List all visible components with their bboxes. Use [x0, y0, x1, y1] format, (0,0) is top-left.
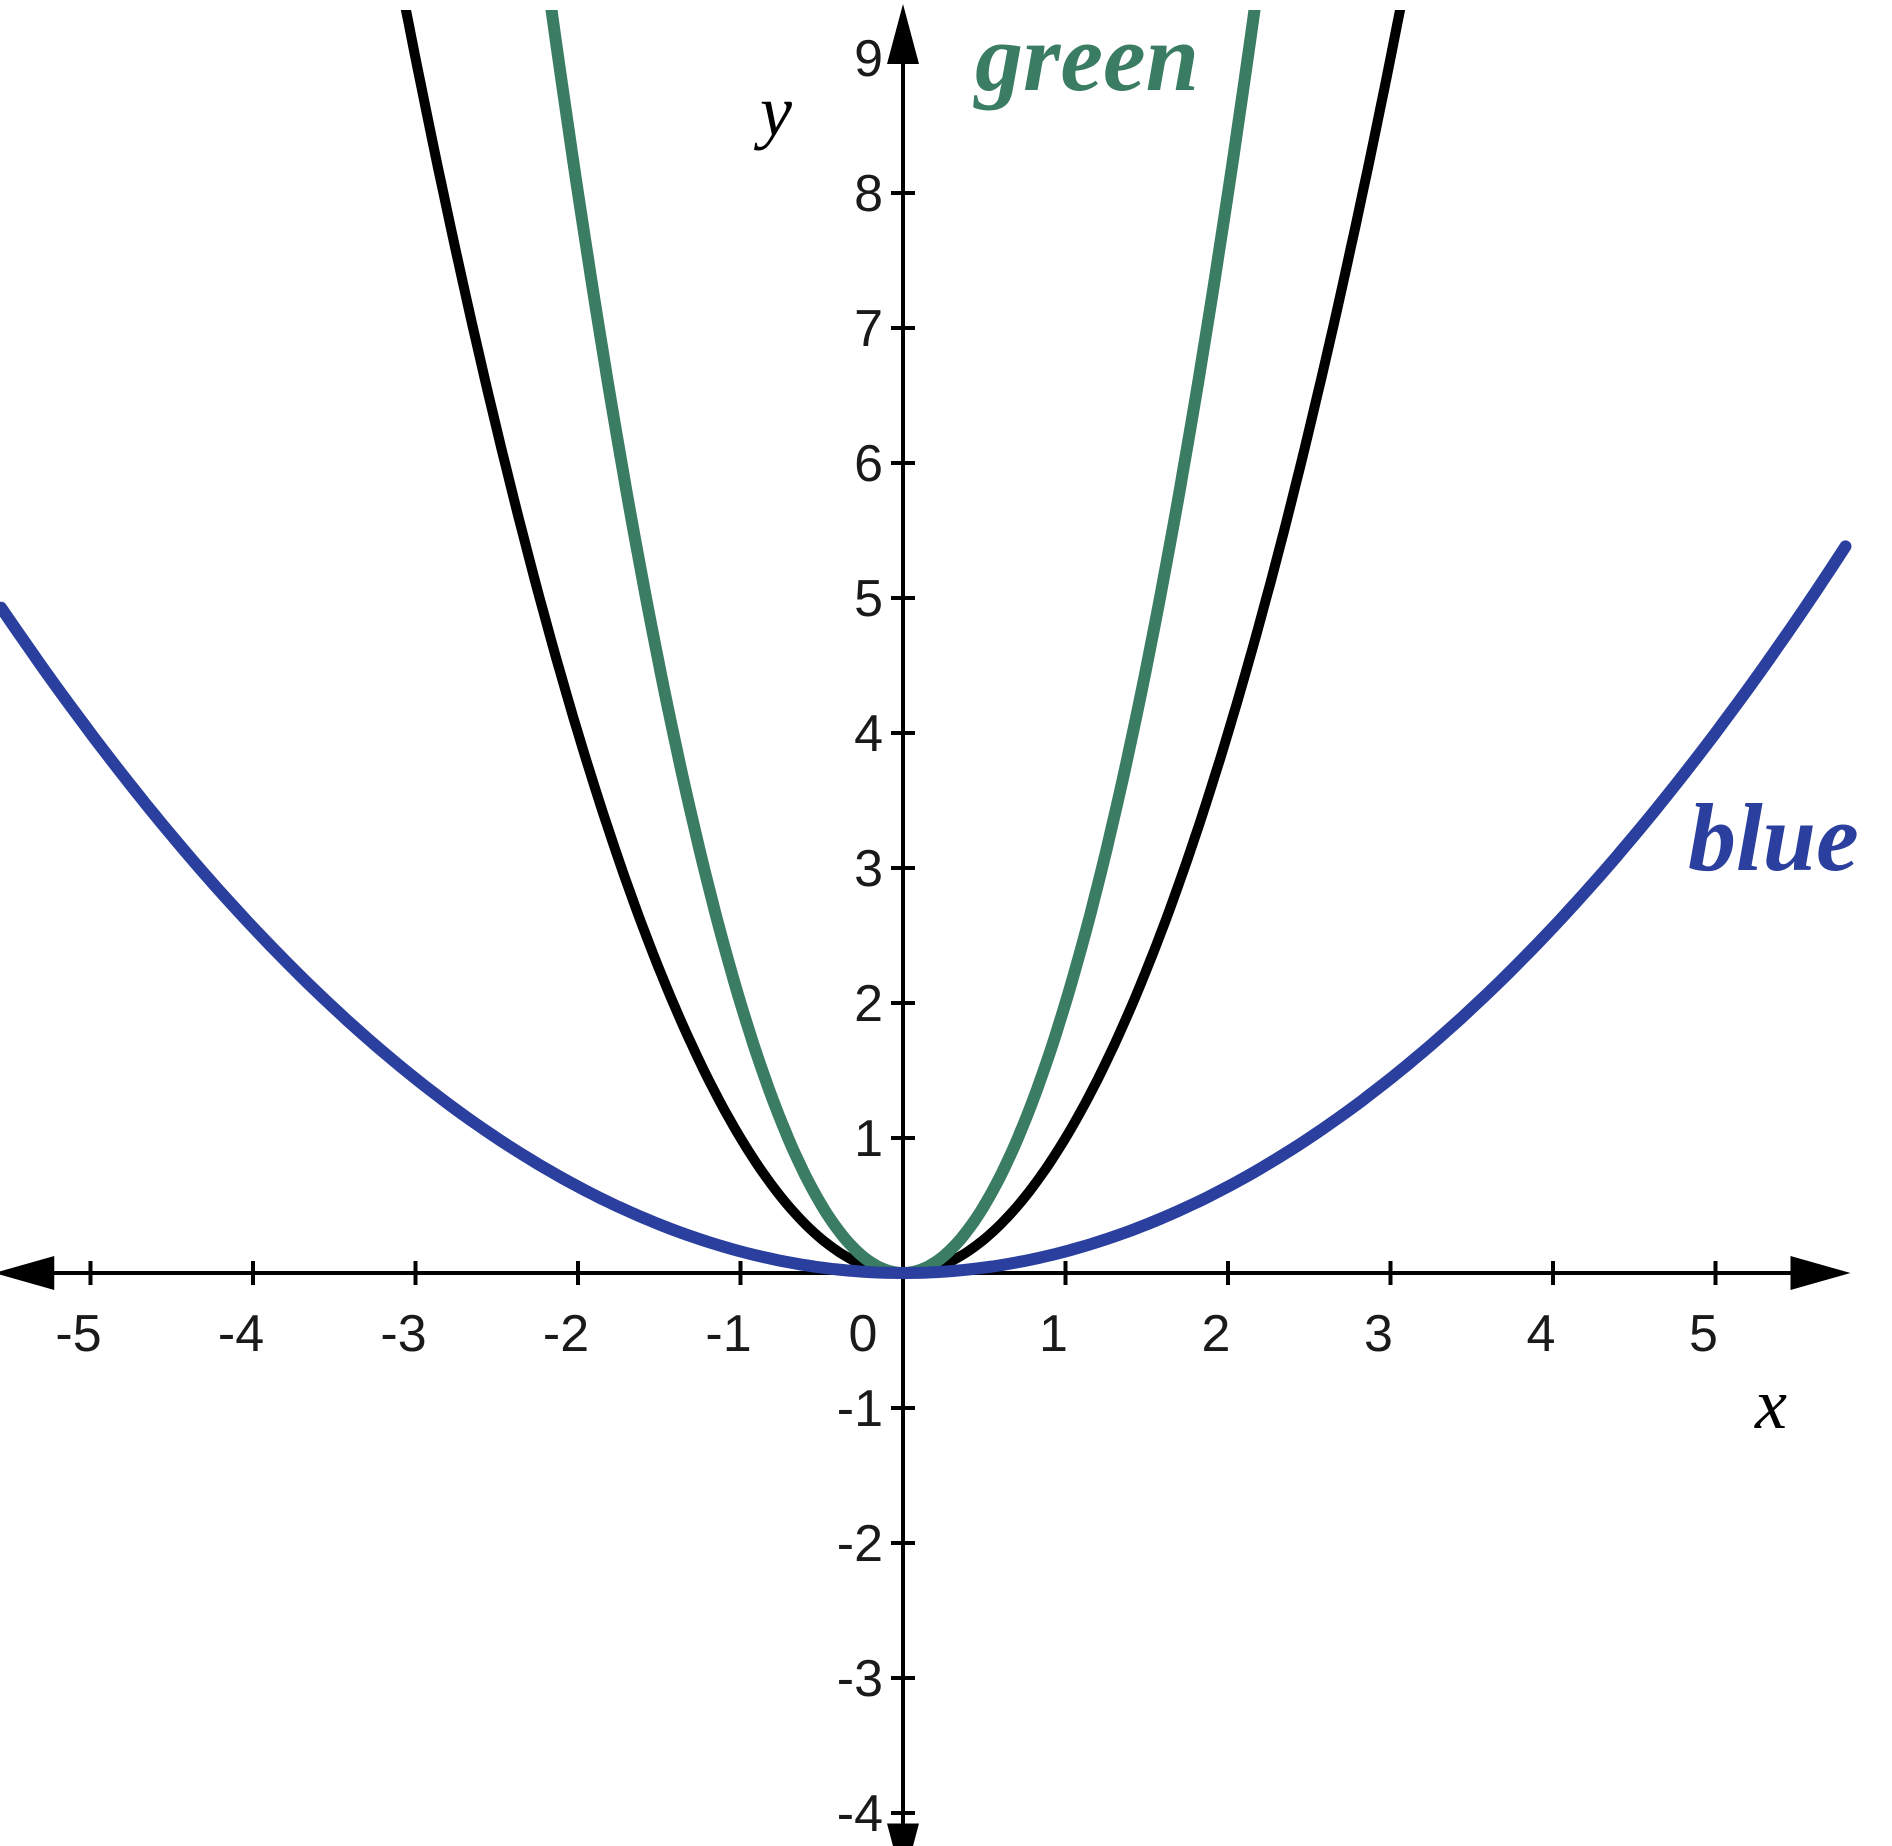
x-tick-label: 1 [1039, 1305, 1068, 1363]
y-tick-label: 2 [854, 975, 883, 1033]
y-tick-label: 6 [854, 435, 883, 493]
y-tick-label: -4 [837, 1785, 883, 1843]
x-tick-label: 2 [1202, 1305, 1231, 1363]
x-tick-label: 3 [1364, 1305, 1393, 1363]
x-tick-label: -5 [55, 1305, 101, 1363]
y-axis-arrow-down [887, 1823, 919, 1846]
x-tick-label: -3 [380, 1305, 426, 1363]
y-tick-label: -3 [837, 1650, 883, 1708]
y-tick-label: 9 [854, 30, 883, 88]
y-tick-label: 7 [854, 300, 883, 358]
y-tick-label: -2 [837, 1515, 883, 1573]
axes: -5 -4 -3 -2 -1 0 1 2 3 4 5 -4 -3 -2 -1 1 2 3 4 5 6 7 8 9 [0, 4, 1851, 1846]
x-tick-label: -2 [543, 1305, 589, 1363]
x-axis-arrow-left [0, 1256, 55, 1290]
y-tick-label: -1 [837, 1380, 883, 1438]
x-tick-label: -4 [218, 1305, 264, 1363]
y-axis-title: y [753, 71, 792, 151]
series-label-blue: blue [1688, 784, 1859, 891]
y-tick-label: 4 [854, 705, 883, 763]
labels: x y green blue [753, 4, 1859, 1444]
y-tick-label: 5 [854, 570, 883, 628]
y-tick-label: 8 [854, 165, 883, 223]
curves [0, 10, 1852, 1280]
x-axis-title: x [1754, 1364, 1787, 1444]
series-label-green: green [973, 4, 1199, 111]
y-axis-arrow-up [887, 4, 919, 64]
x-tick-label: 0 [849, 1305, 878, 1363]
y-tick-label: 1 [854, 1110, 883, 1168]
x-axis-arrow-right [1790, 1256, 1851, 1290]
x-tick-label: 4 [1527, 1305, 1556, 1363]
x-tick-label: 5 [1689, 1305, 1718, 1363]
x-tick-label: -1 [705, 1305, 751, 1363]
series-line-blue [0, 540, 1852, 1279]
y-tick-label: 3 [854, 840, 883, 898]
